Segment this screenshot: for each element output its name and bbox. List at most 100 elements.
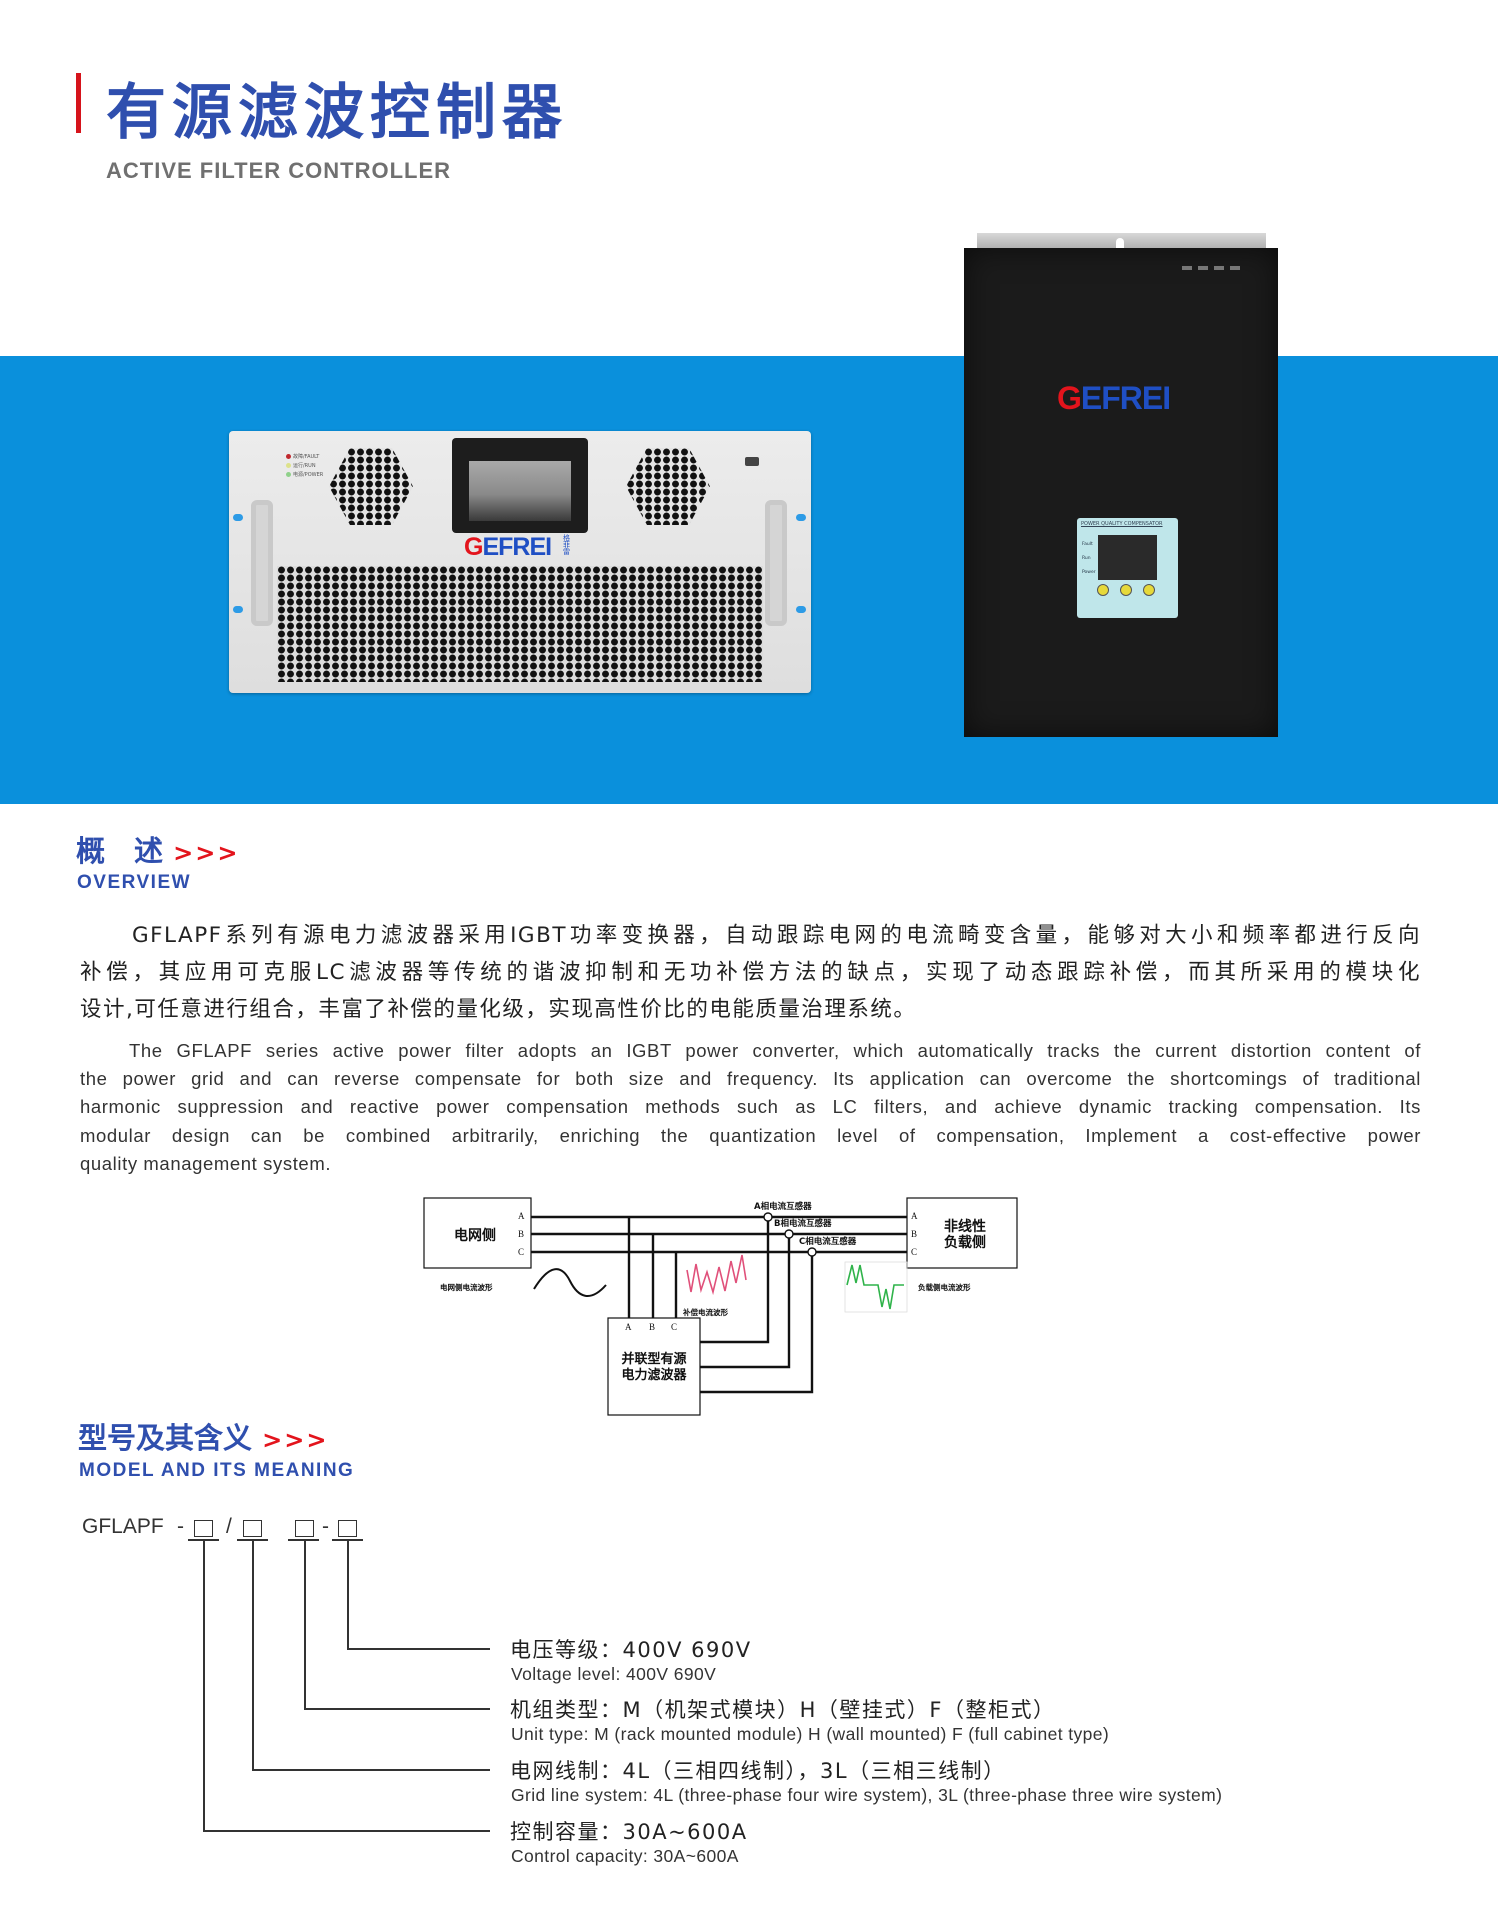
chevrons-icon: >>> (262, 1426, 329, 1454)
compensation-waveform-label: 补偿电流波形 (682, 1307, 728, 1317)
overview-cn-line: 补偿，其应用可克服LC滤波器等传统的谐波抑制和无功补偿方法的缺点，实现了动态跟踪… (80, 960, 1421, 985)
leader-line (304, 1708, 490, 1710)
overview-heading: 概 述 >>> (76, 828, 239, 870)
model-dash: - (322, 1515, 329, 1538)
phase-label: C (911, 1247, 917, 1257)
model-heading-en: MODEL AND ITS MEANING (79, 1460, 355, 1481)
model-item-en: Grid line system: 4L (three-phase four w… (511, 1785, 1223, 1805)
ct-b-icon (784, 1229, 794, 1239)
phase-lines (531, 1215, 907, 1394)
model-heading-cn: 型号及其含义 (78, 1421, 253, 1455)
load-side-label: 非线性 (944, 1218, 986, 1235)
led-label: Fault (1082, 542, 1093, 547)
load-waveform-label: 负载侧电流波形 (918, 1282, 971, 1292)
model-slash: / (226, 1515, 232, 1538)
overview-cn-line: 设计,可任意进行组合，丰富了补偿的量化级，实现高性价比的电能质量治理系统。 (80, 997, 917, 1022)
model-prefix: GFLAPF (82, 1515, 164, 1538)
phase-label: A (911, 1211, 918, 1221)
leader-line (252, 1539, 254, 1770)
chevrons-icon: >>> (173, 839, 240, 867)
brand-logo: GEFREI (1057, 380, 1171, 416)
grid-side-label: 电网侧 (454, 1227, 496, 1244)
brand-logo-cn: 格菲雷 (563, 534, 570, 556)
led-label: 故障/FAULT (293, 454, 320, 460)
next-button-icon (1097, 584, 1109, 596)
page-subtitle: ACTIVE FILTER CONTROLLER (106, 158, 452, 183)
slot-underline (288, 1539, 319, 1541)
phase-label: B (649, 1322, 655, 1332)
model-item-cn: 电压等级：400V 690V (510, 1638, 752, 1662)
compensation-waveform (686, 1254, 747, 1296)
leader-line (203, 1539, 205, 1831)
phase-label: A (518, 1211, 525, 1221)
phase-label: A (625, 1322, 632, 1332)
model-slot-unit-type (295, 1520, 314, 1537)
ct-a-icon (763, 1212, 773, 1222)
model-item-cn: 机组类型：M（机架式模块）H（壁挂式）F（整柜式） (510, 1698, 1056, 1722)
overview-heading-cn: 概 述 (76, 834, 164, 868)
overview-en-line: modular design can be combined arbitrari… (80, 1125, 1421, 1146)
load-waveform-frame (844, 1261, 908, 1313)
brand-logo: GEFREI (464, 533, 552, 561)
rack-handle (765, 500, 787, 626)
load-waveform (846, 1264, 904, 1310)
overview-en-line: the power grid and can reverse compensat… (80, 1068, 1421, 1089)
model-item-cn: 控制容量：30A~600A (510, 1820, 748, 1844)
ct-c-icon (807, 1247, 817, 1257)
overview-cn-line: GFLAPF系列有源电力滤波器采用IGBT功率变换器，自动跟踪电网的电流畸变含量… (132, 923, 1421, 948)
filter-label: 电力滤波器 (621, 1367, 687, 1383)
led-label: Power (1082, 570, 1096, 575)
overview-en-line: quality management system. (80, 1153, 332, 1174)
indicator-vents (1182, 266, 1244, 270)
grid-waveform-label: 电网侧电流波形 (440, 1282, 493, 1292)
leader-line (347, 1539, 349, 1649)
overview-en-line: harmonic suppression and reactive power … (80, 1096, 1421, 1117)
panel-title: POWER QUALITY COMPENSATOR (1081, 521, 1163, 527)
phase-label: B (518, 1229, 524, 1239)
page-title: 有源滤波控制器 (106, 78, 568, 148)
filter-label: 并联型有源 (621, 1351, 686, 1367)
grid-waveform (533, 1268, 607, 1297)
apf-wiring-diagram: 电网侧 非线性 负载侧 A B C A B C A B C A相电流互感器 B相… (423, 1197, 1018, 1416)
mount-hole (233, 606, 243, 613)
overview-en-line: The GFLAPF series active power filter ad… (129, 1040, 1421, 1061)
run-led-icon (286, 463, 291, 468)
title-accent-bar (76, 73, 81, 133)
leader-line (347, 1648, 490, 1650)
load-side-label: 负载侧 (944, 1234, 986, 1251)
mount-hole (796, 514, 806, 521)
ct-b-label: B相电流互感器 (774, 1218, 832, 1229)
model-item-cn: 电网线制：4L（三相四线制），3L（三相三线制） (510, 1759, 1006, 1783)
phase-label: C (518, 1247, 524, 1257)
phase-label: C (671, 1322, 677, 1332)
model-item-en: Unit type: M (rack mounted module) H (wa… (511, 1724, 1110, 1744)
model-slot-capacity (194, 1520, 213, 1537)
hanging-hook (1116, 238, 1124, 248)
mount-hole (233, 514, 243, 521)
leader-line (304, 1539, 306, 1709)
mount-hole (796, 606, 806, 613)
ct-c-label: C相电流互感器 (799, 1236, 857, 1247)
power-led-icon (286, 472, 291, 477)
model-item-en: Voltage level: 400V 690V (511, 1664, 717, 1684)
ct-a-label: A相电流互感器 (754, 1201, 812, 1212)
wall-mounted-unit-image (964, 248, 1278, 737)
model-slot-voltage (338, 1520, 357, 1537)
panel-screen (1098, 535, 1157, 580)
enter-button-icon (1143, 584, 1155, 596)
screen-display (469, 461, 571, 521)
fault-led-icon (286, 454, 291, 459)
model-heading: 型号及其含义 >>> (78, 1415, 328, 1457)
rack-handle (251, 500, 273, 626)
overview-heading-en: OVERVIEW (77, 872, 192, 893)
front-vent-grill (277, 566, 763, 682)
phase-label: B (911, 1229, 917, 1239)
led-label: 运行/RUN (293, 463, 316, 469)
usb-port-icon (745, 457, 759, 466)
down-button-icon (1120, 584, 1132, 596)
leader-line (252, 1769, 490, 1771)
led-label: 电源/POWER (293, 472, 324, 478)
model-slot-grid-line (243, 1520, 262, 1537)
model-item-en: Control capacity: 30A~600A (511, 1846, 739, 1866)
